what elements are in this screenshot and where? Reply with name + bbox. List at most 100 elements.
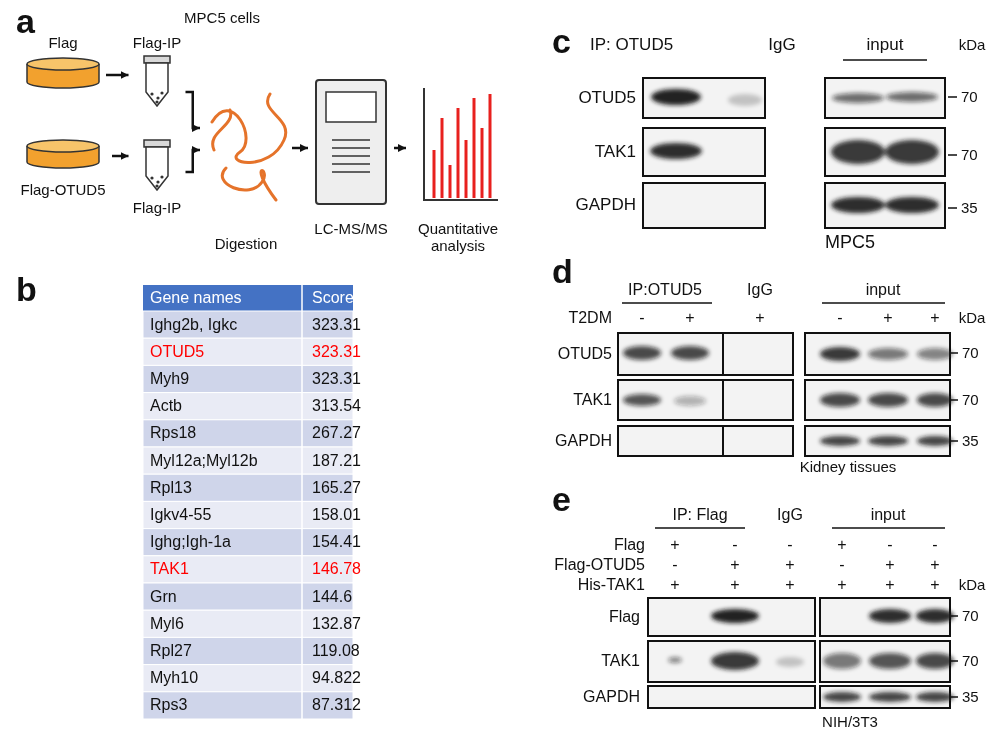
- panel-letter: d: [552, 253, 573, 290]
- lane-marker: -: [887, 536, 892, 554]
- bead: [150, 92, 153, 95]
- blot-bands: [668, 609, 954, 702]
- western-blot-d: [618, 303, 958, 456]
- band: [868, 348, 908, 360]
- condition-label: His-TAK1: [578, 576, 645, 594]
- peptide-squiggle: [212, 94, 286, 200]
- blot-frame: [648, 598, 815, 636]
- bead: [150, 176, 153, 179]
- flow-arrow: [106, 74, 129, 77]
- blot-frame: [648, 641, 815, 682]
- band: [668, 657, 682, 663]
- table-cell: Igkv4-55: [150, 506, 211, 524]
- table-cell: Rps18: [150, 425, 196, 443]
- panel-letter: a: [16, 3, 35, 40]
- western-blot-e: [648, 528, 958, 708]
- step-label: Flag-OTUD5: [20, 181, 105, 198]
- tissue-label: Kidney tissues: [800, 459, 897, 476]
- lane-marker: +: [930, 309, 939, 327]
- band: [832, 93, 884, 103]
- bead: [156, 96, 159, 99]
- blot-label: TAK1: [595, 143, 636, 162]
- ip-tube: Flag-IP: [129, 138, 186, 216]
- lane-bracket: [655, 527, 745, 529]
- blot-frame: [723, 333, 793, 375]
- step-label: Flag: [48, 34, 77, 51]
- table-cell: 94.822: [312, 669, 361, 687]
- band: [869, 653, 911, 669]
- band: [868, 436, 908, 446]
- lane-header: input: [871, 506, 906, 524]
- band: [623, 394, 661, 406]
- blot-label: GAPDH: [555, 432, 612, 450]
- band: [916, 692, 954, 702]
- band: [776, 657, 804, 667]
- table-cell: OTUD5: [150, 343, 204, 361]
- table-cell: 323.31: [312, 370, 361, 388]
- blot-frame: [825, 128, 945, 176]
- cell-line-label: MPC5: [825, 233, 875, 253]
- table-cell: 144.6: [312, 588, 352, 606]
- cell-dish: Flag-OTUD5: [14, 138, 112, 198]
- lane-marker: -: [787, 536, 792, 554]
- blot-bands: [623, 346, 953, 446]
- table-cell: 323.31: [312, 343, 361, 361]
- band: [868, 393, 908, 407]
- mw-marker: 70: [961, 89, 978, 106]
- flow-arrow: [292, 147, 308, 150]
- blot-frame: [643, 183, 765, 228]
- mw-marker: 70: [962, 345, 979, 362]
- bead: [155, 184, 158, 187]
- band: [885, 140, 939, 164]
- lane-header: IgG: [777, 506, 803, 524]
- panel-letter: b: [16, 271, 37, 308]
- lane-marker: +: [885, 556, 894, 574]
- lane-marker: -: [837, 309, 842, 327]
- table-cell: Actb: [150, 397, 182, 415]
- quantitative-chart: Quantitative analysis: [406, 80, 510, 254]
- table-cell: 267.27: [312, 425, 361, 443]
- table-header: Gene names: [150, 289, 242, 307]
- table-cell: Myl12a;Myl12b: [150, 452, 258, 470]
- blot-label: OTUD5: [558, 345, 612, 363]
- lane-marker: +: [883, 309, 892, 327]
- band: [711, 609, 759, 623]
- band: [623, 346, 661, 360]
- lane-marker: +: [930, 576, 939, 594]
- band: [823, 692, 861, 702]
- mw-tick: [951, 616, 958, 697]
- lane-header: input: [867, 36, 904, 55]
- condition-label: Flag-OTUD5: [554, 556, 645, 574]
- blot-label: TAK1: [601, 652, 640, 670]
- blot-frame: [618, 380, 723, 420]
- band: [674, 396, 706, 406]
- lane-bracket: [832, 527, 945, 529]
- flow-arrow: [186, 150, 201, 172]
- table-cell: 158.01: [312, 506, 361, 524]
- lane-marker: +: [730, 556, 739, 574]
- mw-tick: [951, 353, 958, 441]
- instrument-case: [316, 80, 386, 204]
- lane-header: IgG: [768, 36, 795, 55]
- table-cell: 313.54: [312, 397, 361, 415]
- band: [885, 197, 939, 213]
- band: [671, 346, 709, 360]
- band: [650, 143, 702, 159]
- lane-marker: +: [837, 536, 846, 554]
- table-cell: 187.21: [312, 452, 361, 470]
- blot-label: GAPDH: [576, 196, 636, 215]
- flow-arrow: [112, 155, 129, 158]
- instrument-panel: [326, 92, 376, 122]
- ip-tube: Flag-IP: [129, 34, 186, 110]
- band: [886, 92, 938, 102]
- instrument-lines: [332, 140, 370, 172]
- lane-bracket: [843, 59, 927, 61]
- mw-marker: 70: [961, 147, 978, 164]
- table-header: Score: [312, 289, 354, 307]
- table-cell: 154.41: [312, 533, 361, 551]
- mass-spectrometer: LC-MS/MS: [308, 72, 394, 237]
- table-cell: Rpl13: [150, 479, 192, 497]
- dish-rim: [27, 140, 99, 152]
